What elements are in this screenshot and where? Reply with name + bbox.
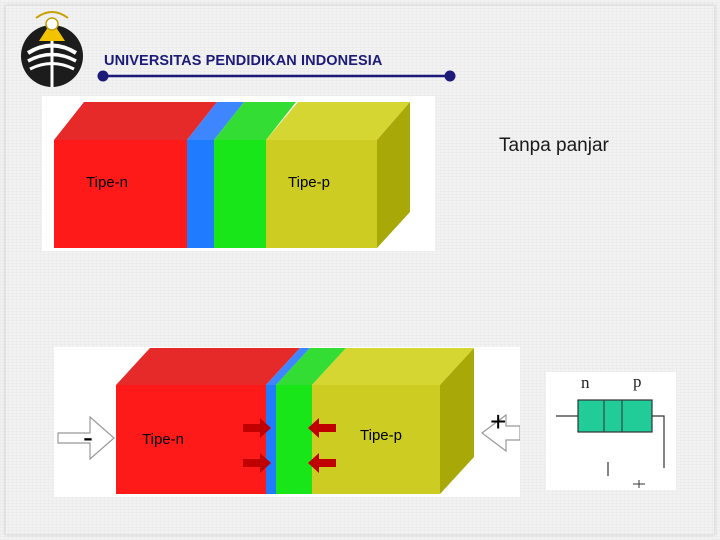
p-region-top-bottom	[312, 348, 474, 385]
symbol-label-n: n	[581, 373, 590, 392]
p-region-front	[266, 140, 377, 248]
n-region-front-bottom	[116, 385, 266, 494]
slide-frame	[5, 5, 715, 535]
label-tipe-n-top: Tipe-n	[86, 174, 128, 191]
label-tipe-p-top: Tipe-p	[288, 174, 330, 191]
subtitle-tanpa-panjar: Tanpa panjar	[499, 135, 609, 156]
n-region-top	[54, 102, 217, 140]
depletion-n-top-bottom	[266, 348, 310, 385]
p-region-side-bottom	[440, 348, 474, 494]
university-title: UNIVERSITAS PENDIDIKAN INDONESIA	[104, 53, 383, 69]
n-region-front	[54, 140, 187, 248]
terminal-negative: -	[83, 421, 93, 454]
right-arrow-icon	[481, 413, 520, 453]
biased-junction-diagram: - + Tipe-n Tipe-p	[54, 347, 520, 497]
red-arrows-left-icon	[308, 418, 336, 473]
junction-symbol-panel: n p	[546, 372, 676, 490]
depletion-p-front	[214, 140, 266, 248]
title-rule	[97, 70, 456, 82]
depletion-p-top	[214, 102, 296, 140]
junction-component-icon	[577, 399, 653, 433]
terminal-positive: +	[490, 406, 507, 437]
unbiased-junction-diagram: Tipe-n Tipe-p	[42, 96, 435, 251]
depletion-n-front	[187, 140, 214, 248]
p-region-front-bottom	[312, 385, 440, 494]
left-arrow-icon	[57, 415, 115, 461]
red-arrows-right-icon	[243, 418, 271, 473]
depletion-p-front-bottom	[276, 385, 312, 494]
depletion-n-front-bottom	[266, 385, 276, 494]
depletion-p-top-bottom	[276, 348, 346, 385]
depletion-n-top	[187, 102, 244, 140]
label-tipe-n-bottom: Tipe-n	[142, 431, 184, 448]
university-logo-icon	[21, 11, 83, 87]
n-region-top-bottom	[116, 348, 300, 385]
label-tipe-p-bottom: Tipe-p	[360, 427, 402, 444]
symbol-label-p: p	[633, 372, 642, 391]
p-region-side	[377, 102, 410, 248]
p-region-top	[266, 102, 410, 140]
